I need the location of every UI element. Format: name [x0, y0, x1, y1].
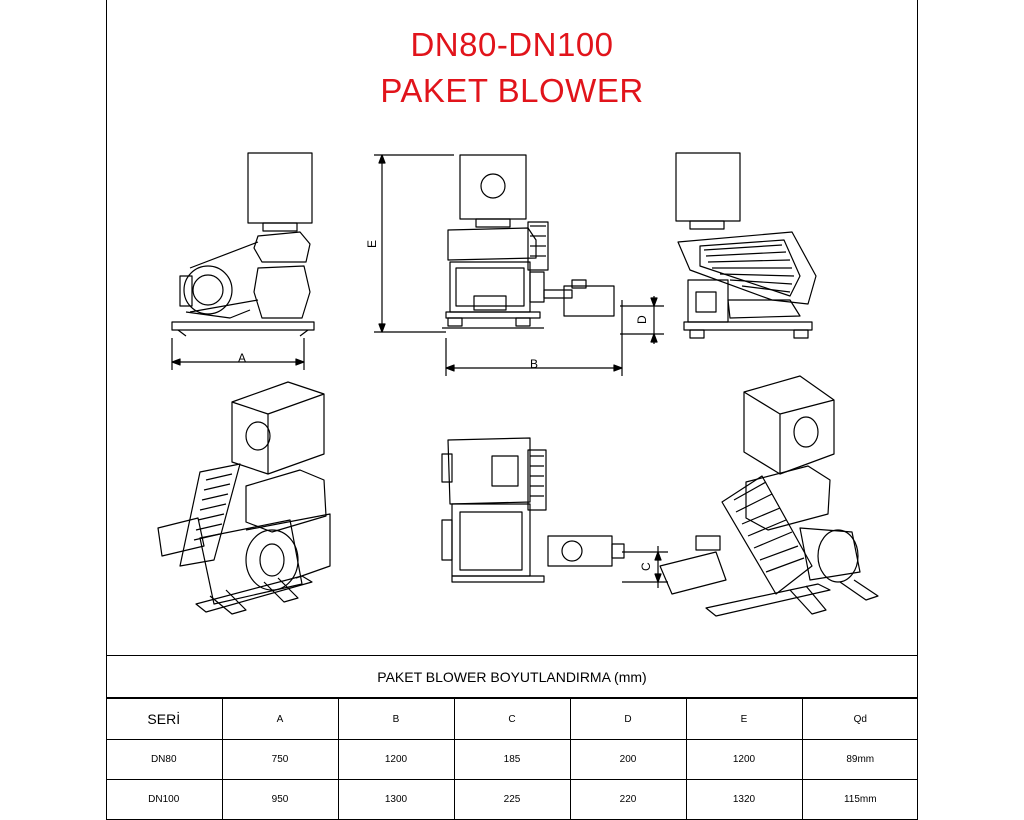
dimension-label-b: B	[530, 357, 538, 371]
table-cell: DN80	[106, 739, 223, 780]
header-d: D	[569, 698, 687, 740]
table-cell: 220	[569, 779, 687, 820]
table-cell: 185	[453, 739, 571, 780]
dimension-label-d: D	[635, 315, 649, 324]
table-cell: 1200	[685, 739, 803, 780]
title-line-1: DN80-DN100	[410, 26, 614, 63]
front-view-center	[374, 154, 664, 376]
table-cell: 950	[221, 779, 339, 820]
technical-drawings: A B C D E	[157, 152, 879, 617]
table-caption: PAKET BLOWER BOYUTLANDIRMA (mm)	[106, 656, 918, 698]
side-view-left	[171, 152, 315, 370]
rear-view-center	[441, 437, 668, 588]
table-cell: 200	[569, 739, 687, 780]
header-a: A	[221, 698, 339, 740]
isometric-view-left	[157, 381, 331, 615]
title-line-2: PAKET BLOWER	[380, 72, 644, 109]
header-b: B	[337, 698, 455, 740]
table-cell: 750	[221, 739, 339, 780]
header-e: E	[685, 698, 803, 740]
dimension-table-grid: SERİ A B C D E Qd DN80 750 1200 185 200 …	[106, 698, 918, 820]
table-header-row: SERİ A B C D E Qd	[106, 698, 918, 740]
header-c: C	[453, 698, 571, 740]
drawing-sheet	[106, 0, 918, 819]
header-qd: Qd	[801, 698, 918, 740]
side-view-right	[675, 152, 817, 339]
table-cell: DN100	[106, 779, 223, 820]
table-cell: 1320	[685, 779, 803, 820]
table-cell: 1200	[337, 739, 455, 780]
table-cell: 115mm	[801, 779, 918, 820]
header-seri: SERİ	[106, 698, 223, 740]
dimension-label-a: A	[238, 351, 246, 365]
table-row: DN100 950 1300 225 220 1320 115mm	[106, 779, 918, 820]
table-cell: 89mm	[801, 739, 918, 780]
table-cell: 1300	[337, 779, 455, 820]
isometric-view-right	[659, 375, 879, 617]
dimension-label-e: E	[365, 240, 379, 248]
dimension-label-c: C	[639, 562, 653, 571]
dimension-table: PAKET BLOWER BOYUTLANDIRMA (mm) SERİ A B…	[106, 655, 918, 820]
table-cell: 225	[453, 779, 571, 820]
table-row: DN80 750 1200 185 200 1200 89mm	[106, 739, 918, 780]
